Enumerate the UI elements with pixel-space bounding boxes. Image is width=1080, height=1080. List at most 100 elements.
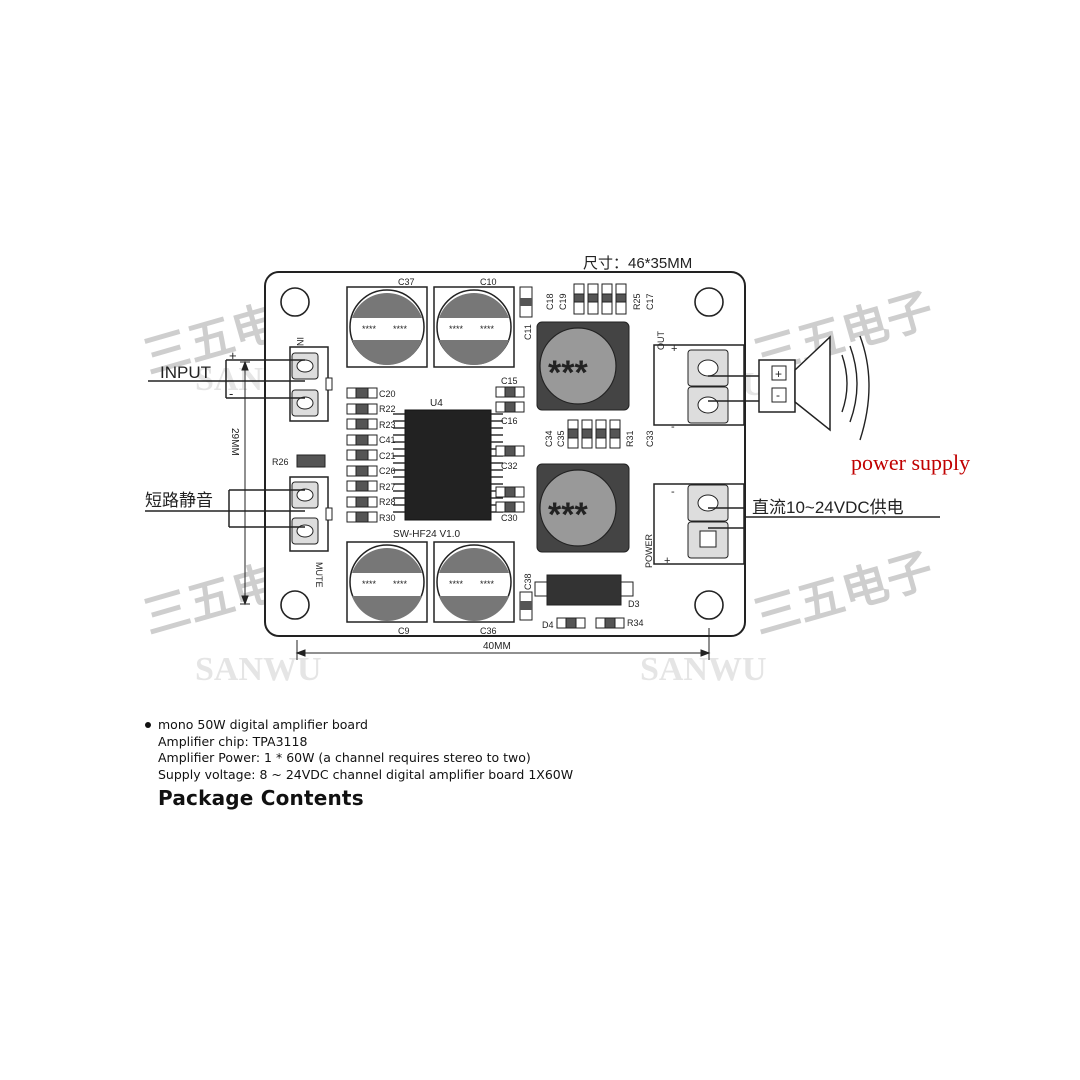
mounting-hole-top-right (694, 287, 724, 317)
out-plus: + (671, 343, 677, 355)
dimension-40mm (295, 628, 711, 660)
mute-pin-label: MUTE (314, 562, 324, 588)
package-contents-heading: Package Contents (158, 786, 364, 810)
left-part-label-7: R28 (379, 497, 396, 507)
power-minus: - (671, 486, 675, 498)
svg-text:****: **** (449, 324, 464, 334)
chip-right-parts (495, 386, 525, 513)
left-part-label-4: C21 (379, 451, 396, 461)
mounting-hole-bottom-left (280, 590, 310, 620)
watermark-8: SANWU (195, 651, 322, 688)
left-part-label-0: C20 (379, 389, 396, 399)
mute-wires (145, 489, 305, 528)
d4-label: D4 (542, 620, 554, 630)
c19-label: C19 (558, 293, 568, 310)
amplifier-board-diagram: 三五电子 三五电子 三五电子 三五电子 三五电子 SANWU SANWU SAN… (137, 255, 970, 688)
mounting-hole-bottom-right (694, 590, 724, 620)
power-plus: + (664, 555, 670, 567)
c30-label: C30 (501, 513, 518, 523)
dimension-width-label: 40MM (483, 641, 511, 652)
capacitor-c9: **** **** (346, 541, 428, 623)
top-small-parts (573, 283, 627, 315)
mute-connector (289, 476, 333, 552)
c18-label: C18 (545, 293, 555, 310)
left-part-label-8: R30 (379, 513, 396, 523)
input-label: INPUT (160, 363, 211, 382)
bullet-icon (145, 722, 151, 728)
capacitor-c10: **** **** (433, 286, 515, 368)
left-column-parts (346, 387, 378, 523)
spec-line-3: Amplifier Power: 1 * 60W (a channel requ… (158, 750, 531, 765)
board-size-label: 尺寸：46*35MM (583, 255, 692, 272)
r31-label: R31 (625, 430, 635, 447)
svg-text:***: *** (548, 354, 588, 392)
svg-text:****: **** (393, 324, 408, 334)
left-part-label-3: C41 (379, 435, 396, 445)
board-name-label: SW-HF24 V1.0 (393, 529, 460, 540)
d3-label: D3 (628, 599, 640, 609)
r26-label: R26 (272, 457, 289, 467)
in-pin-label: IN (295, 337, 305, 346)
c32-label: C32 (501, 461, 518, 471)
c9-label: C9 (398, 626, 410, 636)
r25-label: R25 (632, 293, 642, 310)
mounting-holes (280, 287, 724, 620)
svg-text:****: **** (480, 324, 495, 334)
input-minus: - (229, 386, 233, 401)
c36-label: C36 (480, 626, 497, 636)
power-pin-label: POWER (644, 533, 654, 568)
speaker-minus: - (776, 388, 780, 402)
dc-supply-label: 直流10~24VDC供电 (752, 498, 904, 517)
speaker-plus: + (775, 367, 782, 381)
c33-label: C33 (645, 430, 655, 447)
left-part-label-2: R23 (379, 420, 396, 430)
dimension-height-label: 29MM (229, 428, 240, 456)
svg-text:***: *** (548, 496, 588, 534)
mounting-hole-top-left (280, 287, 310, 317)
out-minus: - (671, 421, 675, 433)
power-supply-label: power supply (851, 450, 970, 475)
output-connector (653, 344, 745, 426)
mute-short-label: 短路静音 (145, 491, 213, 510)
svg-text:****: **** (449, 579, 464, 589)
c11-label: C11 (523, 324, 533, 340)
diode-d3 (534, 574, 634, 606)
product-info: mono 50W digital amplifier board Amplifi… (145, 717, 905, 783)
r26-resistor (296, 454, 326, 468)
svg-text:****: **** (393, 579, 408, 589)
input-connector (289, 346, 333, 422)
r34-label: R34 (627, 618, 644, 628)
chip-u4 (393, 409, 503, 521)
out-label: OUT (656, 331, 666, 351)
left-part-label-6: R27 (379, 482, 396, 492)
power-wires (708, 507, 940, 529)
c10-label: C10 (480, 277, 497, 287)
c16-label: C16 (501, 416, 518, 426)
input-wires (148, 359, 305, 399)
watermark-9: SANWU (640, 651, 767, 688)
capacitor-c37: **** **** (346, 286, 428, 368)
c37-label: C37 (398, 277, 415, 287)
input-plus: + (229, 348, 237, 363)
watermark-4: 三五电子 (747, 543, 938, 644)
inductor-top: *** (536, 321, 630, 411)
c34-label: C34 (544, 430, 554, 447)
c38-label: C38 (523, 573, 533, 590)
spec-line-4: Supply voltage: 8 ~ 24VDC channel digita… (158, 766, 574, 782)
c15-label: C15 (501, 376, 518, 386)
spec-list: mono 50W digital amplifier board Amplifi… (145, 717, 905, 783)
speaker-icon (758, 335, 870, 441)
chip-label: U4 (430, 398, 443, 409)
middle-small-parts (567, 419, 621, 449)
left-part-label-1: R22 (379, 404, 396, 414)
capacitor-c36: **** **** (433, 541, 515, 623)
inductor-bottom: *** (536, 463, 630, 553)
c35-label: C35 (556, 430, 566, 447)
spec-list-item: mono 50W digital amplifier board Amplifi… (145, 717, 905, 783)
dimension-29mm (240, 360, 250, 606)
power-connector (653, 483, 745, 565)
spec-line-1: mono 50W digital amplifier board (158, 717, 368, 732)
svg-text:****: **** (362, 324, 377, 334)
d4-r34-parts (556, 617, 625, 629)
left-part-label-5: C26 (379, 466, 396, 476)
